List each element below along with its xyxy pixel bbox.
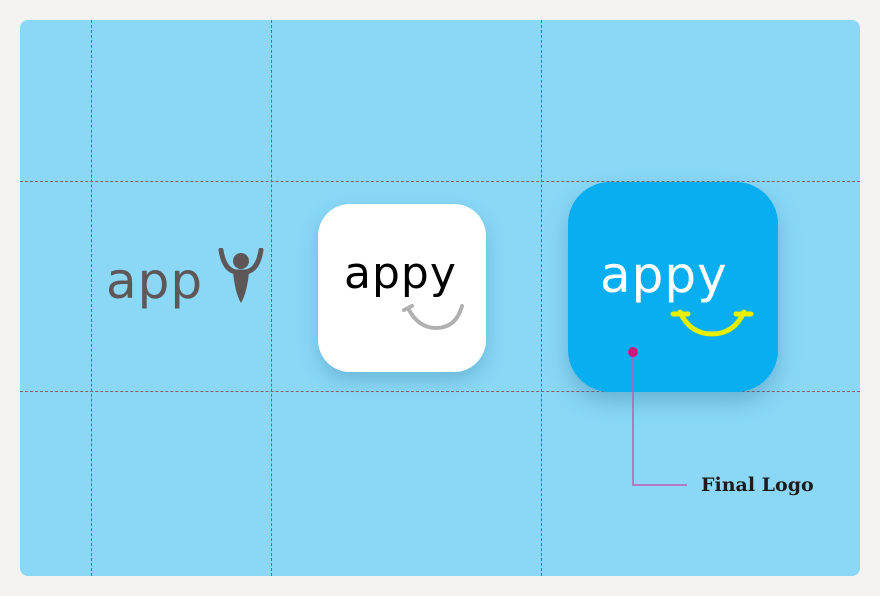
annotation-dot: [628, 347, 638, 357]
final-logo-label: Final Logo: [701, 474, 814, 496]
logo-wordmark: appy: [600, 246, 728, 304]
logo-wordmark: app: [106, 252, 204, 310]
person-arms-up-icon: [218, 248, 264, 303]
grid-line: [541, 20, 542, 576]
grid-line: [271, 20, 272, 576]
final-logo: appy: [568, 182, 778, 392]
logo-concept-2: appy: [318, 204, 486, 372]
smile-icon: [670, 309, 754, 337]
logo-concept-1: app: [106, 248, 266, 328]
grid-line: [20, 181, 860, 182]
grid-line: [91, 20, 92, 576]
annotation-leader-line: [628, 347, 687, 486]
grid-line: [20, 391, 860, 392]
canvas-panel: app appy appy Final Logo: [20, 20, 860, 576]
smile-icon: [402, 304, 464, 331]
logo-wordmark: appy: [344, 248, 457, 299]
